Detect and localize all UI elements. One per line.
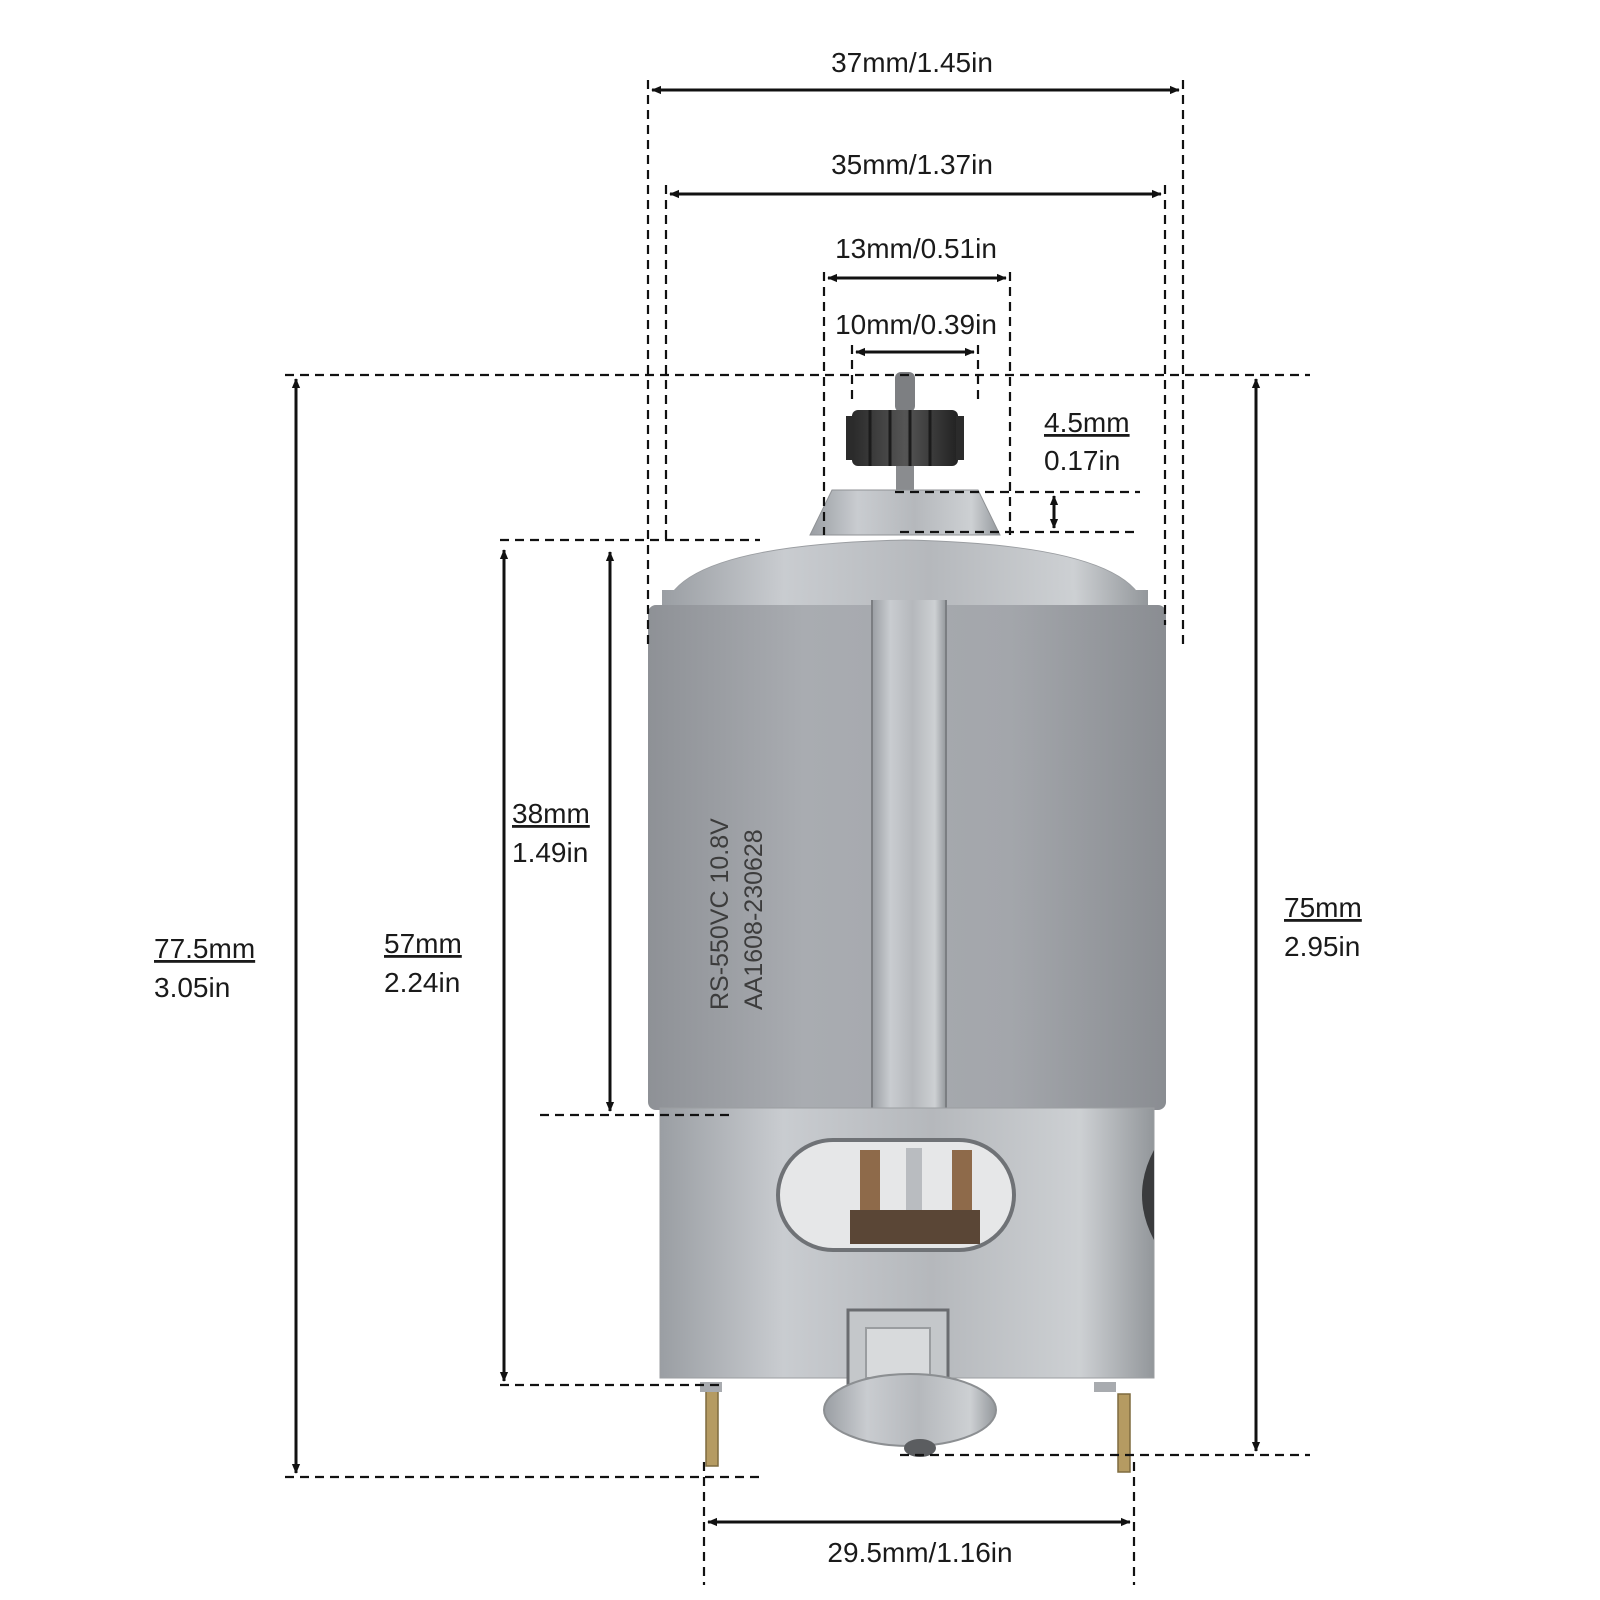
motor-image: RS-550VC 10.8V AA1608-230628: [648, 372, 1166, 1473]
shaft-mid: [896, 466, 914, 490]
label-body-diameter: 35mm/1.37in: [831, 149, 993, 180]
label-boss-height-mm: 4.5mm: [1044, 407, 1130, 438]
motor-label-line1: RS-550VC 10.8V: [706, 818, 734, 1010]
label-body-length-mm: 57mm: [384, 928, 462, 959]
extension-lines: [285, 80, 1310, 1585]
label-can-diameter: 37mm/1.45in: [831, 47, 993, 78]
shaft-top: [895, 372, 915, 412]
dimension-arrows: [291, 85, 1261, 1527]
label-pinion-diameter: 10mm/0.39in: [835, 309, 997, 340]
center-strap: [872, 600, 946, 1110]
label-total-length-in: 3.05in: [154, 972, 230, 1003]
label-body-length-in: 2.24in: [384, 967, 460, 998]
front-boss: [809, 489, 1001, 536]
terminal-right: [1117, 1393, 1131, 1473]
motor-label-line2: AA1608-230628: [740, 829, 768, 1010]
label-magnet-length-mm: 38mm: [512, 798, 590, 829]
terminal-left: [705, 1387, 719, 1467]
label-boss-diameter: 13mm/0.51in: [835, 233, 997, 264]
rear-bushing: [823, 1373, 997, 1447]
label-magnet-length-in: 1.49in: [512, 837, 588, 868]
label-terminal-spacing: 29.5mm/1.16in: [827, 1537, 1012, 1568]
pinion-gear-icon: [846, 410, 964, 466]
label-length-no-terminals-mm: 75mm: [1284, 892, 1362, 923]
label-total-length-mm: 77.5mm: [154, 933, 255, 964]
label-length-no-terminals-in: 2.95in: [1284, 931, 1360, 962]
dimension-labels: 37mm/1.45in 35mm/1.37in 13mm/0.51in 10mm…: [154, 47, 1362, 1568]
label-boss-height-in: 0.17in: [1044, 445, 1120, 476]
